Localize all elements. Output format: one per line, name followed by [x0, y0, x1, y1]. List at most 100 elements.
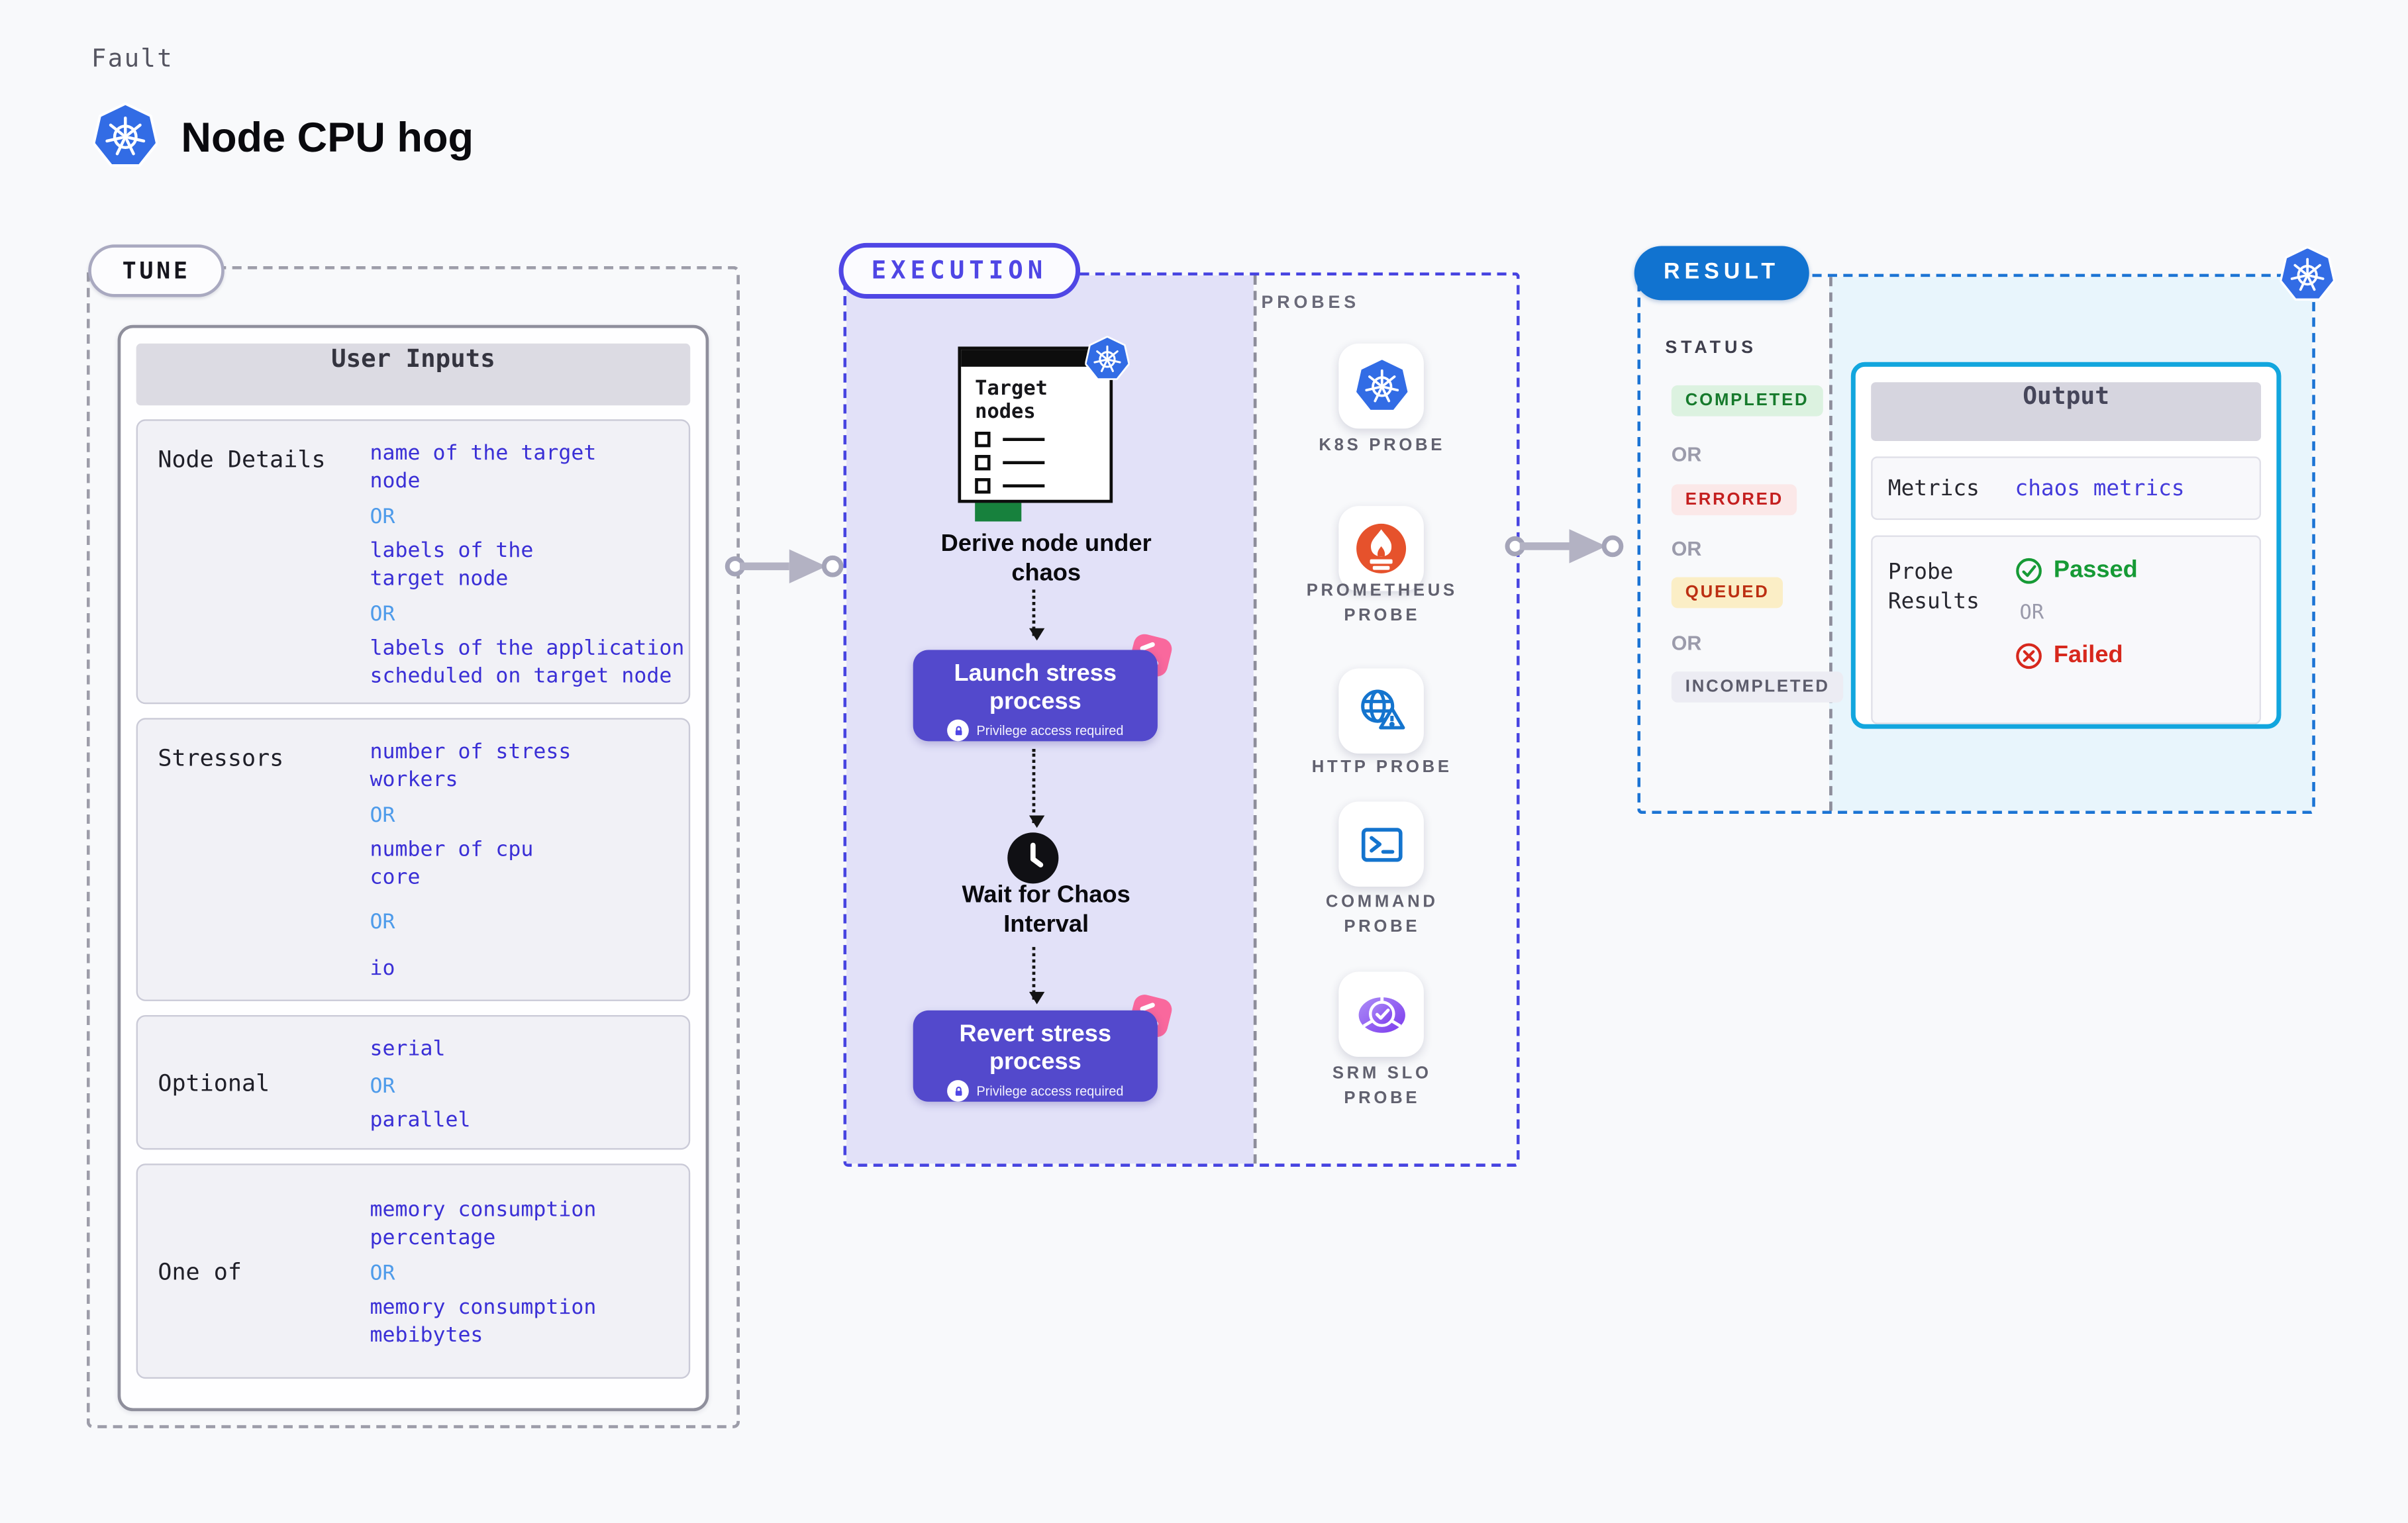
flow-connector: [1028, 947, 1045, 1005]
row-label: Node Details: [158, 445, 326, 474]
srm-slo-probe-card: [1338, 971, 1424, 1057]
checklist-item: [975, 455, 1109, 471]
user-inputs-table: User Inputs Node Details name of the tar…: [117, 324, 709, 1412]
user-inputs-header: User Inputs: [136, 343, 691, 406]
target-nodes-title: Target nodes: [975, 377, 1048, 424]
prometheus-probe-card: [1338, 506, 1424, 591]
tune-badge: TUNE: [88, 244, 225, 297]
flow-connector: [1028, 589, 1045, 641]
status-badge-errored: ERRORED: [1671, 484, 1797, 516]
flow-connector: [1028, 749, 1045, 828]
check-circle-icon: [2016, 558, 2042, 584]
clock-icon: [1007, 832, 1059, 884]
list-line: [1003, 460, 1045, 465]
command-probe-card: [1338, 801, 1424, 887]
row-option: memory consumption mebibytes: [370, 1295, 597, 1348]
probe-label: SRM SLO PROBE: [1332, 1064, 1432, 1108]
row-option: number of cpu core: [370, 837, 534, 889]
or-separator: OR: [2019, 602, 2044, 626]
probes-title: PROBES: [1261, 293, 1360, 313]
status-badge-incompleted: INCOMPLETED: [1671, 671, 1844, 703]
privilege-note: Privilege access required: [976, 722, 1124, 738]
http-probe-card: [1338, 668, 1424, 754]
launch-stress-process-node: Launch stress process Privilege access r…: [913, 632, 1174, 742]
or-separator: OR: [370, 504, 395, 530]
slo-gauge-icon: [1358, 995, 1405, 1032]
kubernetes-icon: [93, 102, 158, 170]
checkbox-icon: [975, 455, 991, 471]
row-option: serial: [370, 1036, 446, 1062]
passed-label: Passed: [2053, 557, 2138, 583]
list-line: [1003, 437, 1045, 442]
metrics-label: Metrics: [1887, 475, 1980, 501]
status-badge-queued: QUEUED: [1671, 577, 1783, 609]
metrics-row: Metrics chaos metrics: [1871, 456, 2262, 520]
fault-kicker: Fault: [91, 43, 174, 73]
privilege-note: Privilege access required: [976, 1083, 1124, 1099]
or-separator: OR: [370, 1073, 395, 1098]
revert-stress-process-node: Revert stress process Privilege access r…: [913, 992, 1174, 1102]
table-row-stressors: Stressors number of stress workers OR nu…: [136, 718, 691, 1001]
checkbox-icon: [975, 431, 991, 448]
probe-label: K8S PROBE: [1319, 436, 1446, 456]
green-bar: [975, 503, 1022, 522]
result-divider: [1829, 277, 1832, 811]
k8s-probe-card: [1338, 343, 1424, 429]
result-badge: RESULT: [1634, 246, 1809, 301]
page-title: Node CPU hog: [181, 114, 474, 162]
probes-divider: [1253, 275, 1257, 1164]
revert-stress-label: Revert stress process: [959, 1021, 1112, 1076]
http-globe-warning-icon: [1361, 689, 1405, 730]
row-option: io: [370, 956, 395, 981]
or-separator: OR: [1671, 631, 1702, 655]
probe-results-label: Probe Results: [1887, 560, 1980, 614]
execution-badge: EXECUTION: [838, 242, 1080, 299]
or-separator: OR: [370, 602, 395, 627]
prometheus-icon: [1356, 523, 1407, 573]
row-option: parallel: [370, 1106, 471, 1132]
lock-icon: [947, 1080, 969, 1102]
row-label: One of: [158, 1257, 242, 1285]
checkbox-icon: [975, 478, 991, 494]
kubernetes-icon: [1085, 336, 1130, 382]
launch-stress-label: Launch stress process: [954, 660, 1117, 715]
table-row-one-of: One of memory consumption percentage OR …: [136, 1163, 691, 1379]
x-circle-icon: [2016, 643, 2042, 669]
row-option: memory consumption percentage: [370, 1197, 597, 1250]
card-titlebar: [961, 350, 1110, 367]
probe-label: PROMETHEUS PROBE: [1306, 581, 1458, 626]
terminal-icon: [1360, 827, 1402, 861]
or-separator: OR: [370, 910, 395, 935]
row-option: number of stress workers: [370, 739, 572, 792]
output-header: Output: [1871, 382, 2262, 441]
status-badge-completed: COMPLETED: [1671, 385, 1823, 417]
failed-label: Failed: [2053, 642, 2123, 669]
row-option: labels of the target node: [370, 538, 534, 591]
row-option: name of the target node: [370, 440, 597, 493]
list-line: [1003, 483, 1045, 488]
checklist-item: [975, 431, 1109, 448]
tune-section-border: [86, 266, 740, 1428]
row-label: Stressors: [158, 744, 284, 773]
output-card: Output Metrics chaos metrics Probe Resul…: [1850, 362, 2282, 729]
kubernetes-icon: [2280, 246, 2335, 303]
or-separator: OR: [1671, 442, 1702, 466]
row-label: Optional: [158, 1068, 270, 1097]
probe-label: COMMAND PROBE: [1325, 893, 1438, 936]
metrics-value: chaos metrics: [2015, 475, 2185, 501]
table-row-node-details: Node Details name of the target node OR …: [136, 419, 691, 705]
probe-label: HTTP PROBE: [1311, 758, 1452, 777]
or-separator: OR: [1671, 536, 1702, 560]
step-wait-label: Wait for Chaos Interval: [962, 881, 1130, 938]
probe-results-row: Probe Results Passed OR Faile: [1871, 535, 2262, 724]
kubernetes-icon: [1354, 358, 1409, 415]
or-separator: OR: [370, 1261, 395, 1286]
row-option: labels of the application scheduled on t…: [370, 636, 685, 688]
flow-arrow-tune-to-execution: [725, 549, 844, 583]
table-row-optional: Optional serial OR parallel: [136, 1014, 691, 1150]
step-derive-label: Derive node under chaos: [940, 530, 1152, 587]
status-title: STATUS: [1665, 338, 1757, 358]
target-nodes-card: Target nodes: [958, 346, 1113, 522]
lock-icon: [947, 719, 969, 742]
